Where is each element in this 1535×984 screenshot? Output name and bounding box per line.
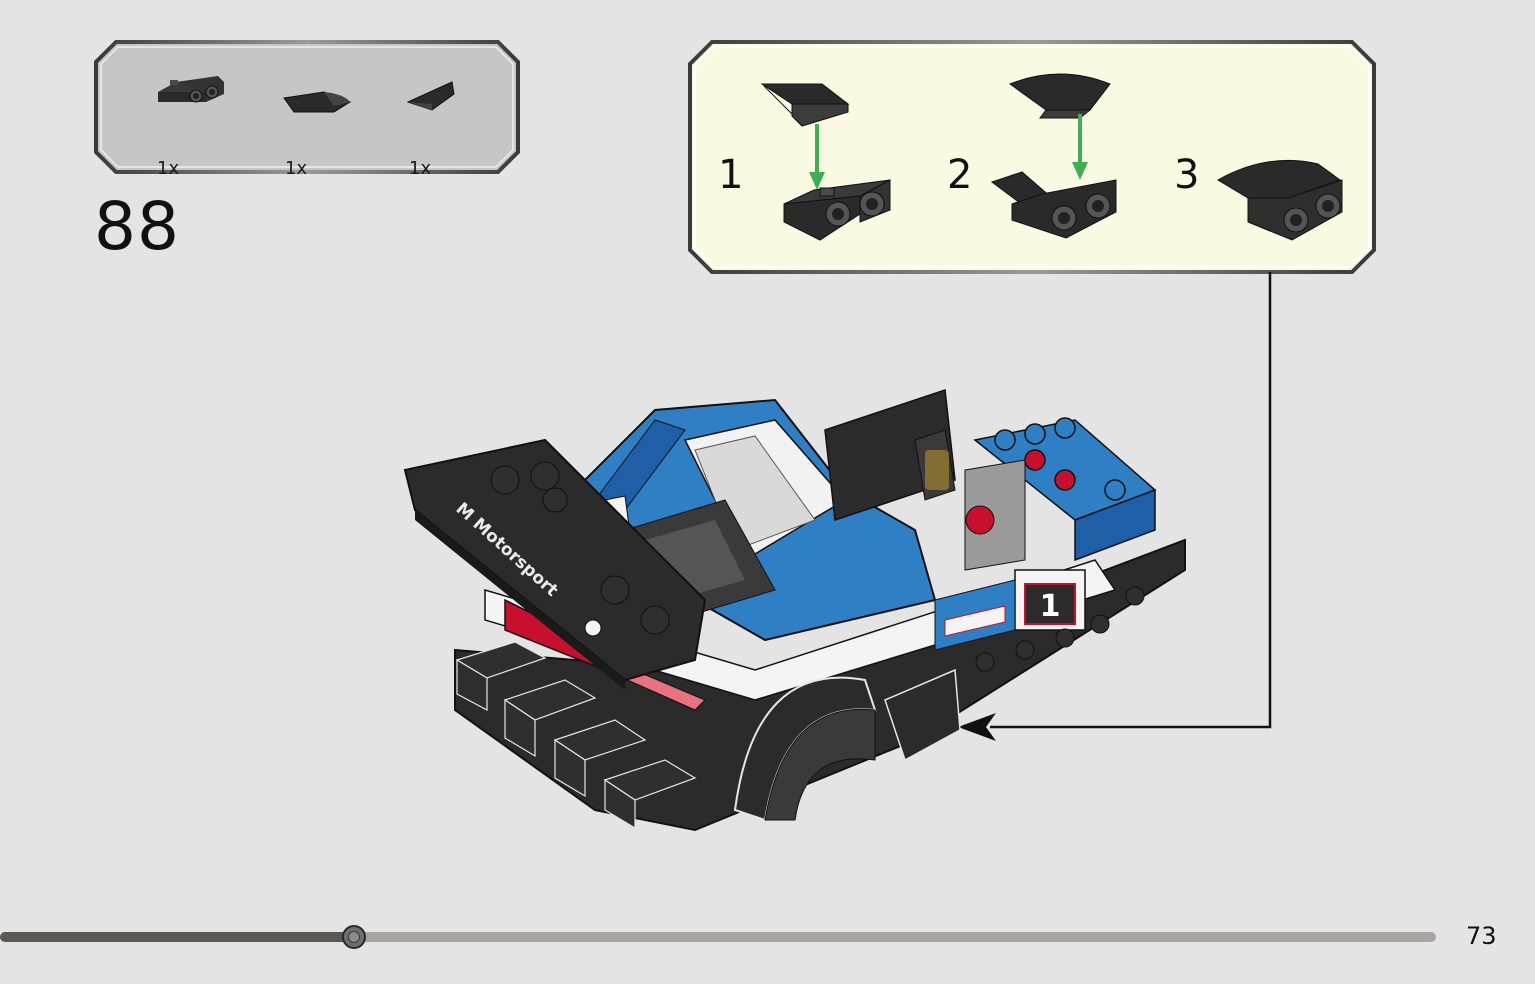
sub-assembly-callout: 1 2 3: [688, 40, 1376, 274]
substep-number: 2: [947, 152, 973, 198]
curved-slope-icon: [760, 83, 850, 127]
parts-list-frame: [94, 40, 520, 174]
pointer-arrowhead-icon: [958, 713, 996, 741]
wedge-slope-icon: [406, 81, 455, 111]
completed-subassembly-icon: [1217, 159, 1343, 241]
progress-knob[interactable]: [342, 925, 366, 949]
curved-slope-icon: [1008, 73, 1111, 119]
substep-2-illustration: [990, 73, 1117, 239]
wedge-bracket-assembly-icon: [990, 171, 1117, 239]
part-quantity: 1x: [409, 158, 432, 179]
race-number: 1: [1040, 589, 1061, 624]
race-car-icon: M Motorsport 1: [403, 388, 1186, 832]
part-quantity: 1x: [285, 158, 308, 179]
substep-number: 3: [1174, 152, 1200, 198]
car-model-illustration: M Motorsport 1: [395, 380, 1195, 840]
bracket-plate-icon: [158, 76, 224, 103]
step-number: 88: [94, 188, 180, 265]
part-quantity: 1x: [157, 158, 180, 179]
progress-fill: [0, 932, 354, 942]
substep-number: 1: [718, 152, 744, 198]
page-number: 73: [1466, 922, 1497, 950]
green-arrow-icon: [809, 124, 825, 190]
parts-list-callout: 1x 1x 1x: [94, 40, 520, 179]
curved-slope-icon: [283, 91, 352, 113]
bracket-plate-icon: [783, 179, 891, 241]
substep-1-illustration: [760, 83, 891, 241]
sub-assembly-frame: [688, 40, 1376, 274]
bmw-logo-icon: [584, 619, 602, 637]
green-arrow-icon: [1072, 114, 1088, 180]
progress-track: [0, 932, 1436, 942]
substep-3-illustration: [1217, 159, 1343, 241]
